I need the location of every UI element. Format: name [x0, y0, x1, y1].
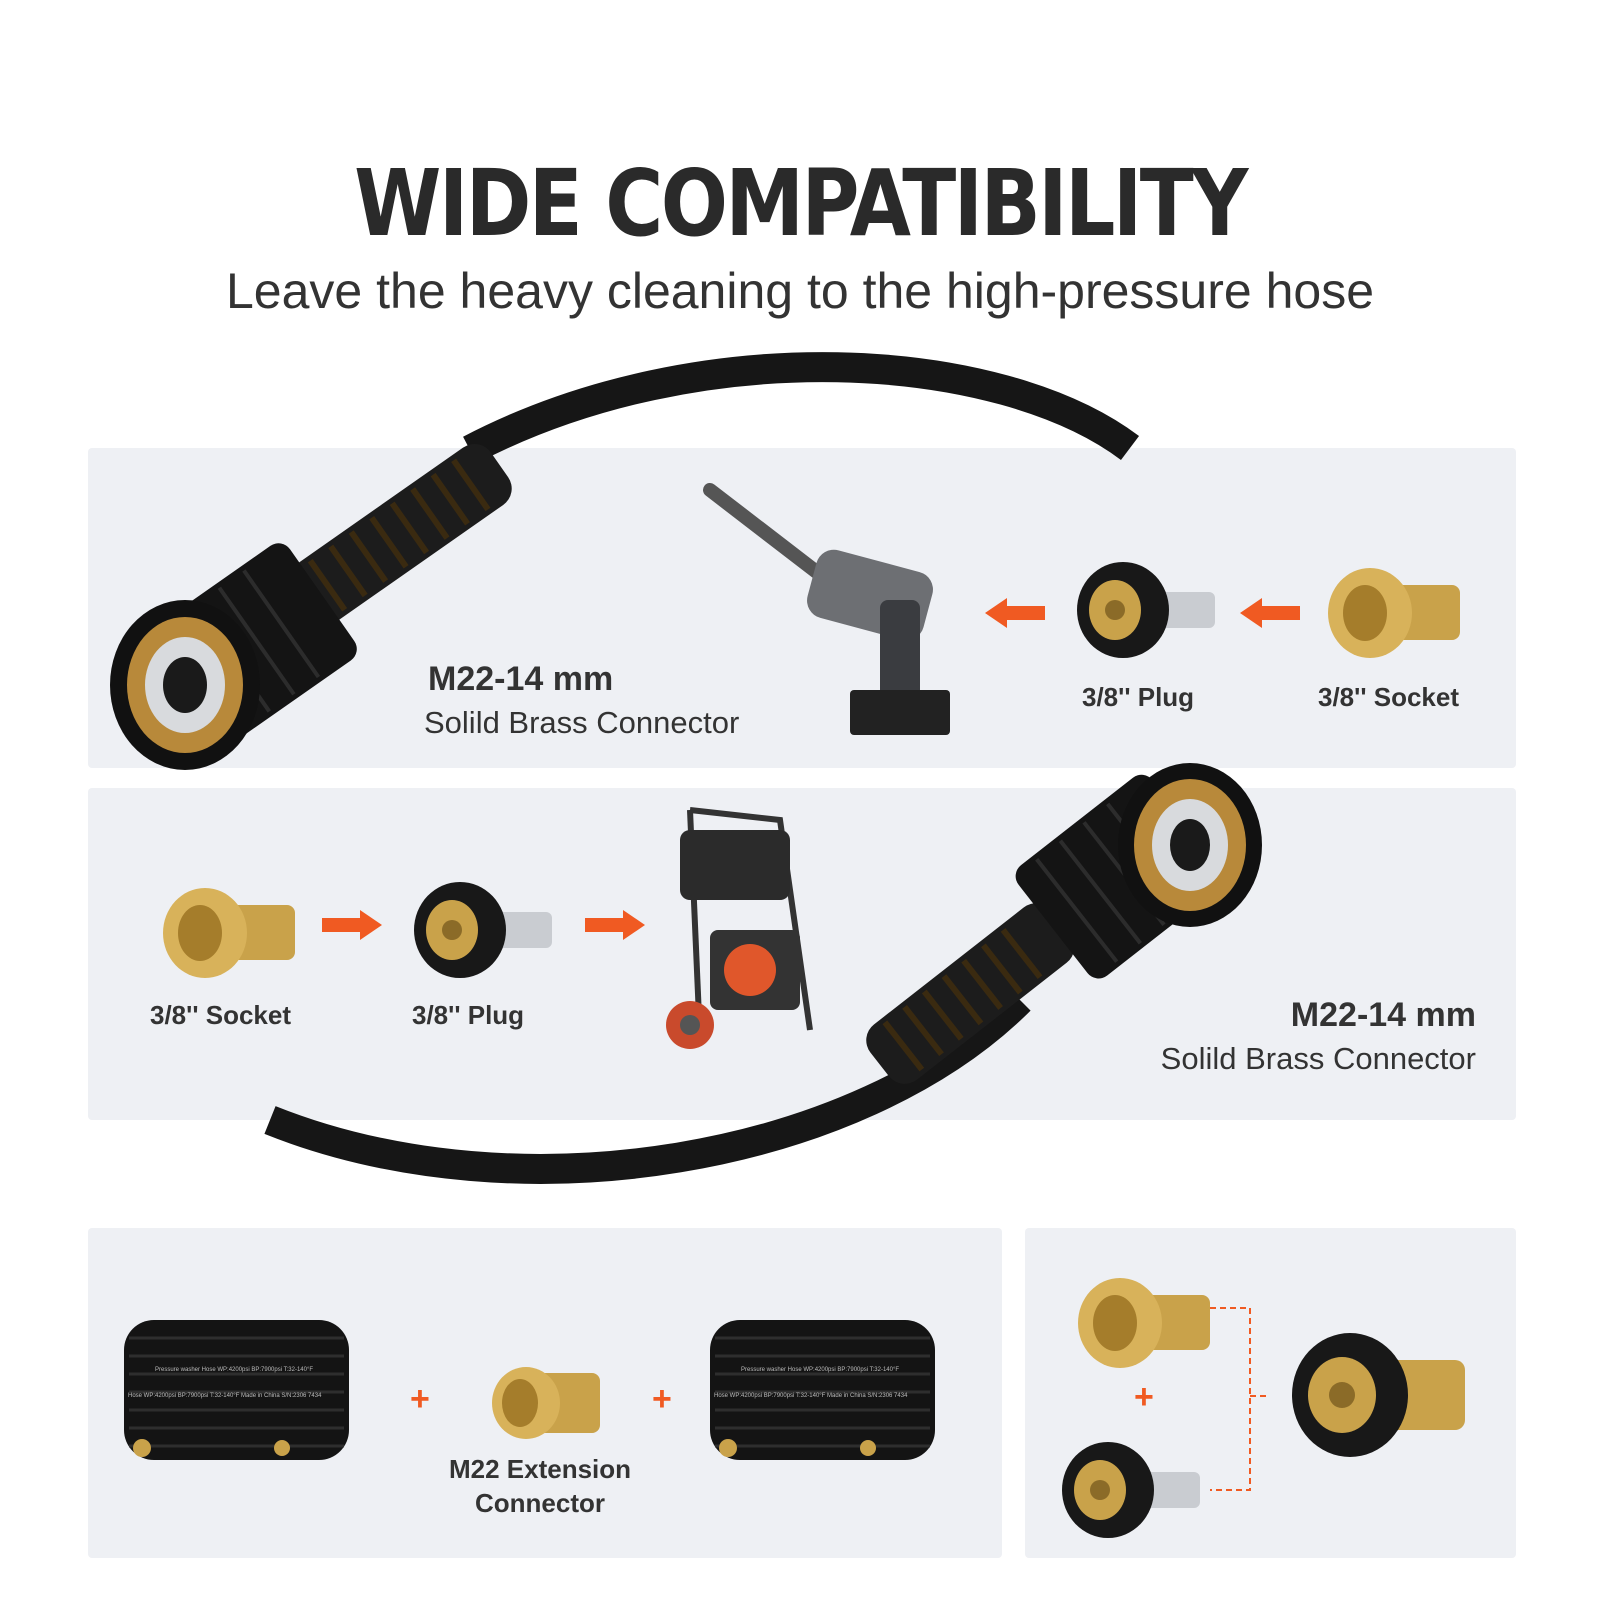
extension-label-line: Connector: [475, 1488, 605, 1518]
extension-connector-label: M22 Extension Connector: [440, 1452, 640, 1520]
top-connector-title: M22-14 mm: [428, 660, 614, 698]
m22-connector-middle-image: [866, 763, 1262, 1084]
top-connector-desc: Solild Brass Connector: [424, 705, 740, 740]
m22-extension-connector-image: [492, 1367, 600, 1439]
socket-3-8-image: [163, 888, 295, 978]
plug-3-8-image: [414, 882, 552, 978]
plus-sign: +: [652, 1380, 672, 1418]
arrow-left-icon: [985, 598, 1045, 628]
assembled-adapter-image: [1292, 1333, 1465, 1457]
hose-print-line: Hose WP:4200psi BP:7900psi T:32-140°F Ma…: [714, 1393, 908, 1399]
middle-plug-label: 3/8'' Plug: [412, 1000, 525, 1030]
arrow-right-icon: [585, 910, 645, 940]
hose-print-line: Pressure washer Hose WP:4200psi BP:7900p…: [741, 1367, 900, 1373]
page-subtitle: Leave the heavy cleaning to the high-pre…: [226, 263, 1374, 319]
bracket-connector-lines: [1210, 1307, 1270, 1491]
plus-sign: +: [410, 1380, 430, 1418]
middle-connector-desc: Solild Brass Connector: [1160, 1041, 1476, 1076]
hose-coil-image: [124, 1320, 349, 1460]
arrow-left-icon: [1240, 598, 1300, 628]
pressure-washer-image: [666, 807, 813, 1049]
m22-connector-top-image: [110, 443, 512, 770]
cordless-spray-gun-image: [703, 483, 950, 735]
socket-3-8-image: [1328, 568, 1460, 658]
middle-connector-title: M22-14 mm: [1290, 996, 1476, 1034]
extension-label-line: M22 Extension: [448, 1454, 632, 1484]
middle-socket-label: 3/8'' Socket: [150, 1000, 291, 1030]
hose-print-line: Hose WP:4200psi BP:7900psi T:32-140°F Ma…: [128, 1393, 322, 1399]
hose-coil-image: [710, 1320, 935, 1460]
plus-sign: +: [1134, 1378, 1154, 1416]
plug-3-8-image: [1077, 562, 1215, 658]
plug-3-8-image: [1062, 1442, 1200, 1538]
socket-3-8-image: [1078, 1278, 1210, 1368]
top-socket-label: 3/8'' Socket: [1318, 682, 1459, 712]
hose-print-line: Pressure washer Hose WP:4200psi BP:7900p…: [155, 1367, 314, 1373]
arrow-right-icon: [322, 910, 382, 940]
top-plug-label: 3/8'' Plug: [1082, 682, 1195, 712]
page-title: WIDE COMPATIBILITY: [354, 150, 1248, 257]
